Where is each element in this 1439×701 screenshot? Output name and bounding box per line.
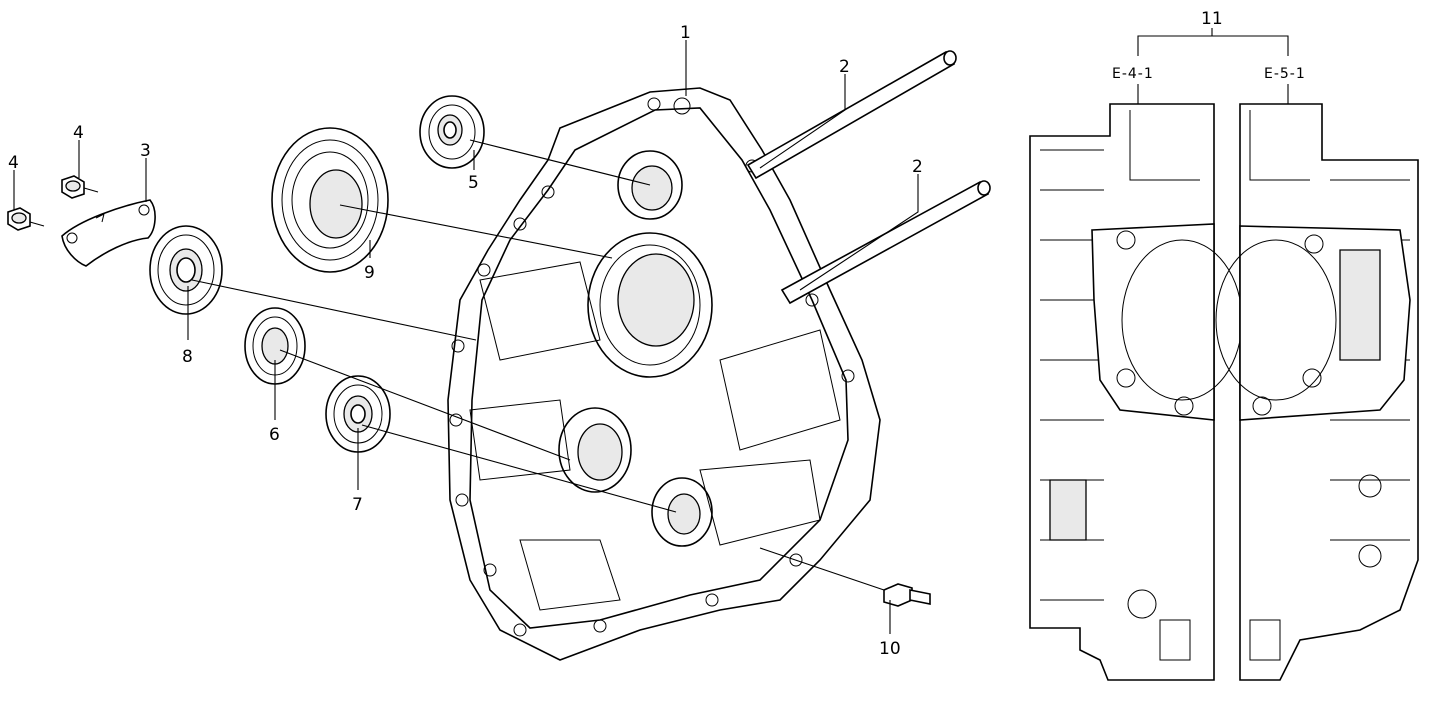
stud-bolt-lower <box>780 180 991 305</box>
callout-9: 9 <box>364 263 375 283</box>
crankcase-half <box>447 87 881 661</box>
callout-2-upper: 2 <box>839 57 850 77</box>
bearing-5 <box>419 95 485 169</box>
callout-11: 11 <box>1201 9 1223 29</box>
code-right-half: E-5-1 <box>1264 66 1306 82</box>
crankcase-assembly-right-half <box>1215 103 1419 681</box>
bearing-9 <box>271 127 389 273</box>
callout-4-lower: 4 <box>8 153 19 173</box>
callout-7: 7 <box>352 495 363 515</box>
callout-1: 1 <box>680 23 691 43</box>
callout-8: 8 <box>182 347 193 367</box>
retainer-plate <box>61 199 156 267</box>
crankcase-assembly-left-half <box>1029 103 1243 681</box>
callout-6: 6 <box>269 425 280 445</box>
stud-bolt-upper <box>746 50 957 180</box>
callout-3: 3 <box>140 141 151 161</box>
bearing-8 <box>149 225 223 315</box>
callout-4-upper: 4 <box>73 123 84 143</box>
code-left-half: E-4-1 <box>1112 66 1154 82</box>
callout-2-lower: 2 <box>912 157 923 177</box>
leader-lines <box>13 28 1289 634</box>
callout-10: 10 <box>879 639 901 659</box>
drain-plug <box>883 583 931 607</box>
callout-5: 5 <box>468 173 479 193</box>
oil-seal-6 <box>244 307 306 385</box>
flange-bolt-lower <box>7 207 45 231</box>
flange-bolt-upper <box>61 175 99 199</box>
